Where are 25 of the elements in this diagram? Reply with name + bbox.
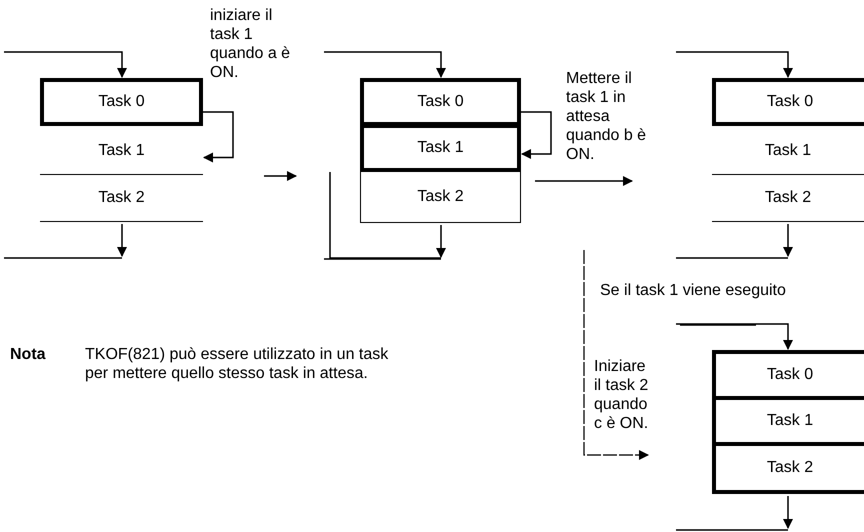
note-label: Nota	[10, 345, 47, 364]
task-box: Task 0	[360, 78, 521, 126]
arrow	[203, 111, 234, 162]
arrow	[783, 496, 793, 529]
arrow	[676, 51, 793, 78]
arrow	[117, 224, 127, 257]
arrow	[783, 224, 793, 257]
arrow	[4, 51, 127, 78]
task-box: Task 0	[712, 78, 864, 126]
task-row: Task 2	[712, 175, 864, 222]
task-box: Task 0	[40, 78, 203, 126]
annotation-text: iniziare il task 1 quando a è ON.	[210, 6, 292, 82]
annotation-text: Se il task 1 viene eseguito	[600, 281, 787, 300]
arrow	[324, 51, 446, 78]
arrow	[521, 111, 552, 159]
note-text: TKOF(821) può essere utilizzato in un task per mettere quello stesso task in attesa.	[85, 345, 390, 383]
task-box: Task 1	[360, 124, 521, 172]
task-box: Task 2	[360, 172, 521, 223]
annotation-text: Iniziare il task 2 quando c è ON.	[594, 357, 650, 433]
arrow	[436, 225, 446, 258]
arrow	[676, 323, 793, 350]
task-row: Task 1	[40, 128, 203, 175]
annotation-text: Mettere il task 1 in attesa quando b è ON.	[566, 69, 648, 164]
task-row: Task 2	[40, 175, 203, 222]
task-row: Task 1	[712, 128, 864, 175]
